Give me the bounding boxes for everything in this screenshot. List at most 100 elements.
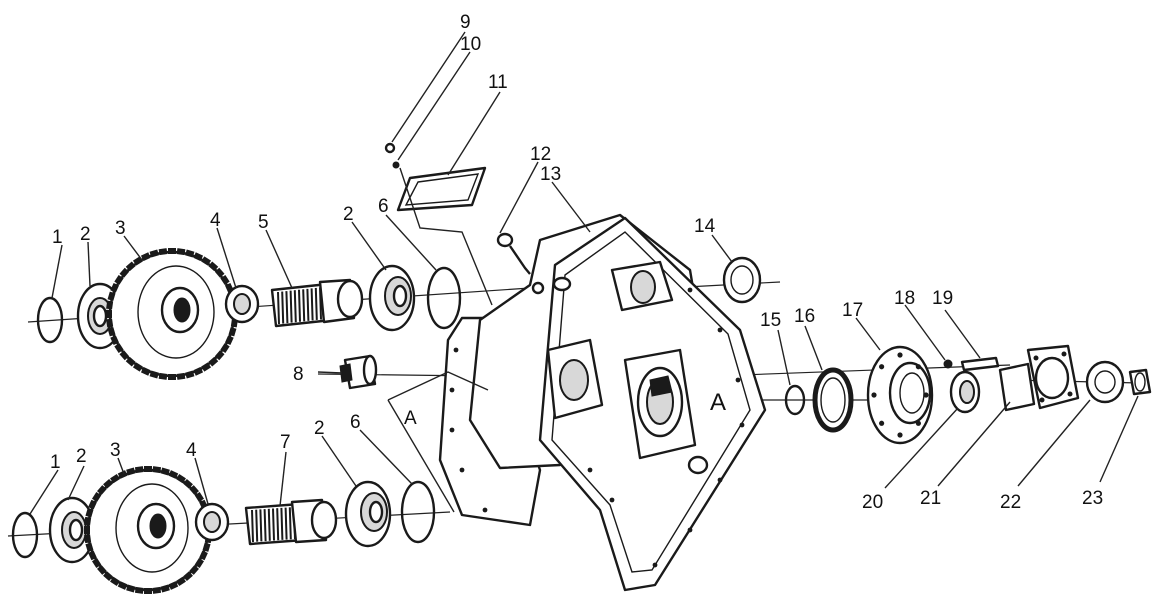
gear-tooth	[103, 479, 114, 489]
bolt-hole	[687, 287, 693, 293]
leader-12	[499, 161, 539, 234]
label-12: 12	[530, 144, 551, 165]
gear-tooth	[199, 550, 208, 561]
output-flange-hole	[1061, 351, 1067, 357]
flange-hole	[897, 432, 903, 438]
gear-tooth	[152, 466, 162, 474]
gear-upper-web	[137, 265, 215, 359]
spline-tooth	[281, 291, 285, 324]
shaft-lower-end	[310, 500, 338, 540]
label-2c: 2	[76, 446, 87, 467]
gear-tooth	[214, 350, 225, 361]
spline-tooth	[259, 509, 263, 542]
spline-tooth	[277, 291, 280, 325]
upper-bearing-bore	[630, 270, 656, 304]
leader-14	[711, 234, 733, 263]
snap-ring-lower	[11, 511, 39, 559]
bolt-hole	[482, 507, 488, 513]
gear-tooth	[134, 586, 144, 594]
label-18: 18	[894, 288, 915, 309]
leader-4a	[216, 227, 237, 289]
output-flange-hole	[1067, 391, 1073, 397]
spline-tooth	[289, 290, 293, 323]
leader-22	[1017, 399, 1091, 487]
gear-tooth	[117, 470, 128, 479]
circlip-upper	[426, 266, 462, 330]
leader-6a	[385, 214, 437, 271]
gear-tooth	[110, 576, 121, 587]
spline-tooth	[272, 508, 275, 541]
spline-tooth	[310, 288, 314, 321]
flange-nut	[943, 359, 953, 369]
gear-tooth	[194, 557, 205, 568]
gear-tooth	[132, 362, 143, 372]
label-6a: 6	[378, 196, 389, 217]
gear-tooth	[114, 274, 124, 285]
gear-tooth	[119, 267, 130, 278]
bolt-hole	[717, 477, 723, 483]
gear-tooth	[119, 350, 130, 361]
o-ring	[784, 384, 806, 416]
leader-8	[317, 371, 343, 374]
gear-tooth	[88, 499, 97, 510]
gear-tooth	[88, 550, 97, 561]
end-washer-bore	[1094, 370, 1116, 394]
leader-6b	[359, 429, 413, 485]
spline-tooth	[293, 290, 297, 323]
end-cap-inner	[730, 265, 754, 295]
label-23: 23	[1082, 488, 1103, 509]
gear-tooth	[84, 534, 92, 544]
bearing-upper-right-bore	[392, 284, 408, 308]
breather-hole	[531, 281, 545, 295]
leader-2c	[67, 465, 85, 501]
spline-tooth	[284, 507, 288, 540]
flange-hole	[879, 420, 885, 426]
gear-tooth	[134, 466, 144, 474]
label-22: 22	[1000, 492, 1021, 513]
gear-tooth	[214, 267, 225, 278]
gear-tooth	[114, 343, 124, 354]
gear-tooth	[110, 473, 121, 484]
gear-tooth	[193, 366, 204, 376]
label-3b: 3	[110, 440, 121, 461]
gear-lower-web	[115, 483, 189, 573]
leader-15	[777, 329, 791, 386]
gear-tooth	[91, 557, 102, 568]
leader-3b	[117, 457, 125, 475]
gear-tooth	[208, 261, 219, 272]
gear-tooth	[168, 470, 179, 479]
gear-tooth	[201, 256, 212, 266]
label-11: 11	[488, 72, 508, 93]
leader-9	[391, 31, 466, 143]
spline-tooth	[280, 507, 284, 540]
gear-tooth	[106, 300, 114, 310]
gear-tooth	[185, 370, 195, 379]
circlip-lower	[400, 480, 436, 544]
gear-housing	[438, 213, 767, 592]
gear-tooth	[84, 516, 92, 526]
gear-tooth	[126, 467, 136, 476]
bearing-flange-holes	[871, 352, 929, 438]
leader-11	[447, 91, 501, 176]
part-labels: 1 2 3 4 5 2 6 8 9 10 11 12 13 14 A A 1 2…	[50, 12, 1103, 513]
gear-tooth	[158, 248, 168, 256]
shaft-upper-end	[336, 279, 364, 319]
leader-A-lower	[387, 399, 455, 513]
bolt-hole	[717, 327, 723, 333]
label-1a: 1	[52, 227, 63, 248]
spline-tooth	[306, 288, 310, 321]
gear-tooth	[152, 586, 162, 594]
flange-bolt-holes	[449, 287, 745, 568]
gear-lower-bore	[149, 513, 167, 539]
spline-tooth	[298, 289, 301, 322]
gear-tooth	[84, 526, 90, 534]
gear-tooth	[160, 584, 170, 593]
gear-tooth	[182, 479, 193, 489]
gear-tooth	[97, 564, 107, 575]
leader-2b	[351, 221, 387, 271]
bearing-flange-inner	[899, 372, 925, 414]
gear-tooth	[168, 581, 179, 590]
label-21: 21	[920, 488, 941, 509]
